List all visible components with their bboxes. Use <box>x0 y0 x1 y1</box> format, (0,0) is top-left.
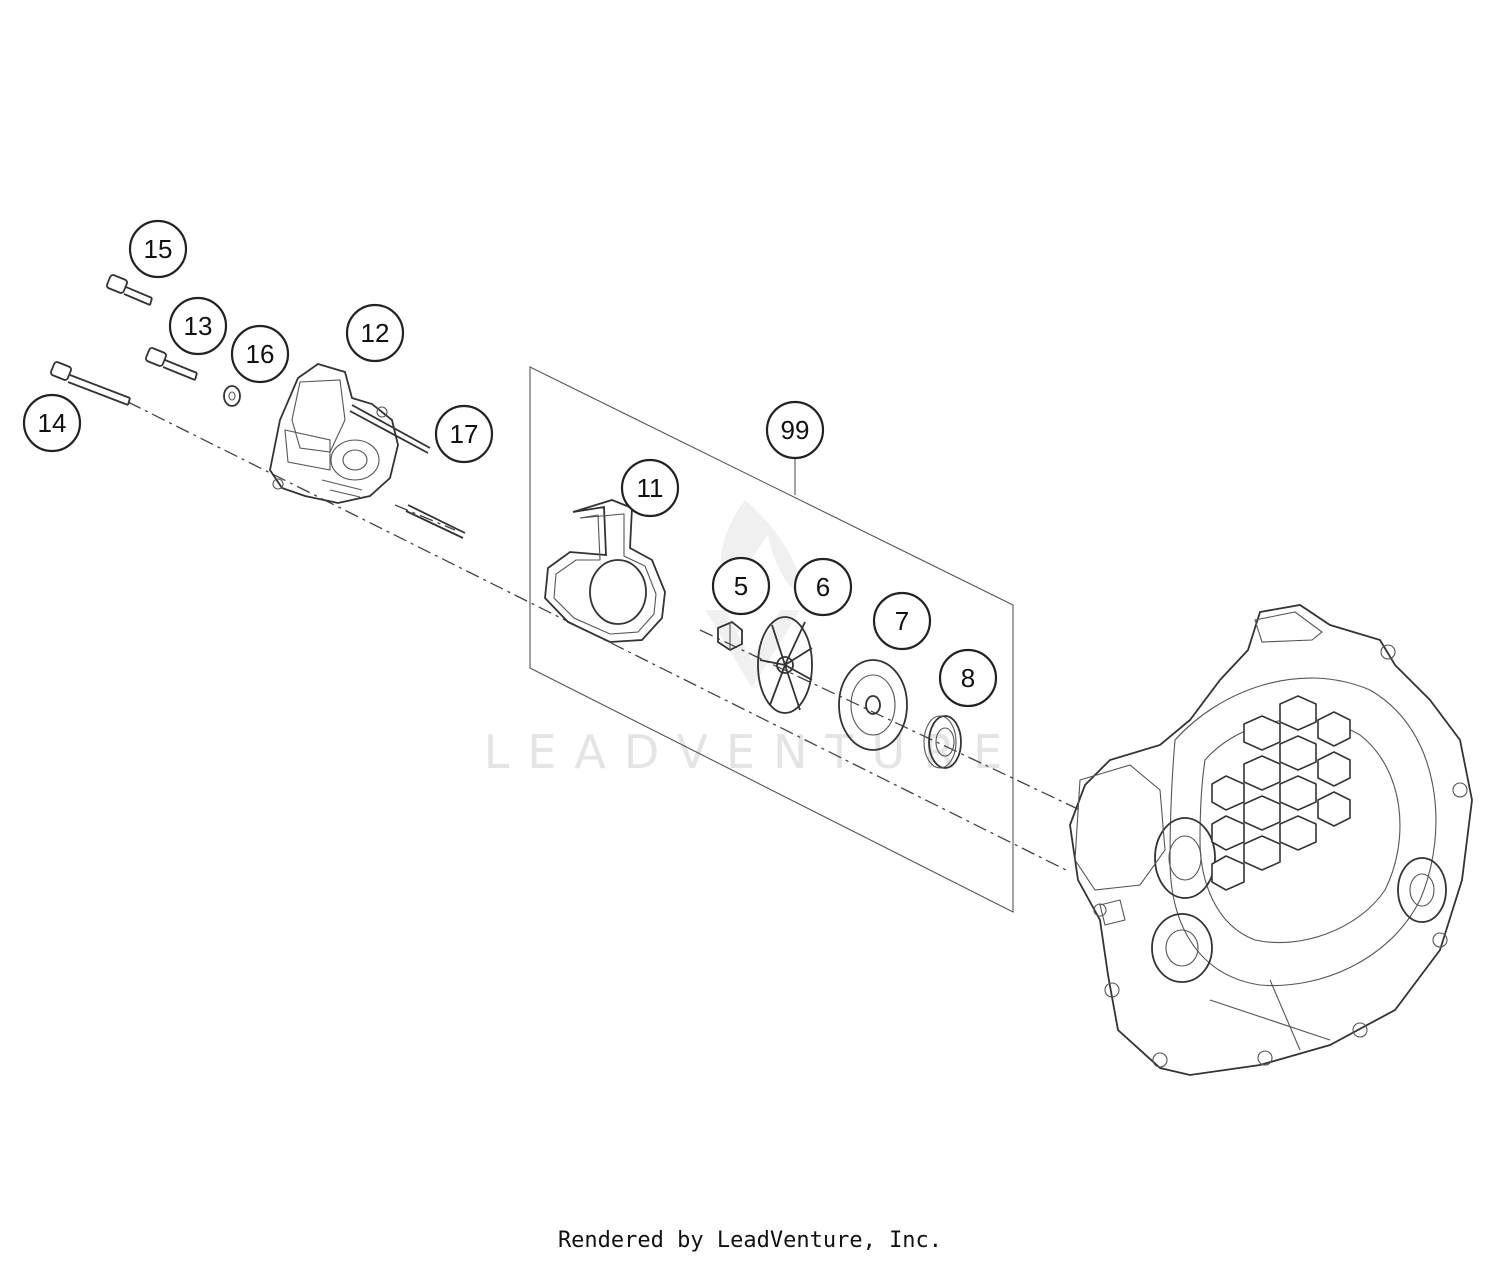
callout-15-label: 15 <box>144 234 173 264</box>
callout-11-label: 11 <box>637 473 664 503</box>
washer-16 <box>223 385 241 407</box>
seal-plate-7 <box>838 659 908 751</box>
impeller-6 <box>757 616 813 714</box>
footer-credit: Rendered by LeadVenture, Inc. <box>557 1228 943 1253</box>
bolt-13 <box>145 347 198 381</box>
watermark: LEADVENTURE <box>484 500 1021 779</box>
callout-5-label: 5 <box>734 571 748 601</box>
callout-16[interactable]: 16 <box>230 324 290 384</box>
callout-7[interactable]: 7 <box>872 591 932 651</box>
shaft-seal-8 <box>923 715 962 769</box>
bolt-14 <box>50 361 131 406</box>
callout-13[interactable]: 13 <box>168 296 228 356</box>
watermark-text: LEADVENTURE <box>484 725 1021 779</box>
pin-17 <box>349 404 466 539</box>
kit-outline <box>529 366 1014 913</box>
callout-12-label: 12 <box>361 318 390 348</box>
callout-13-label: 13 <box>184 311 213 341</box>
callout-15[interactable]: 15 <box>128 219 188 279</box>
callout-17[interactable]: 17 <box>434 404 494 464</box>
callout-99[interactable]: 99 <box>765 400 825 460</box>
callout-8-label: 8 <box>961 663 975 693</box>
callout-6[interactable]: 6 <box>793 557 853 617</box>
callout-17-label: 17 <box>450 419 479 449</box>
engine-cover <box>1069 604 1473 1076</box>
callout-6-label: 6 <box>816 572 830 602</box>
callout-14[interactable]: 14 <box>22 393 82 453</box>
callout-8[interactable]: 8 <box>938 648 998 708</box>
cover-grille <box>1211 695 1351 891</box>
gasket-11 <box>544 499 666 643</box>
callout-99-label: 99 <box>781 415 810 445</box>
callout-5[interactable]: 5 <box>711 556 771 616</box>
callout-14-label: 14 <box>38 408 67 438</box>
pump-cover-12 <box>269 363 399 504</box>
callout-16-label: 16 <box>246 339 275 369</box>
bolt-15 <box>106 274 153 306</box>
nut-5 <box>717 620 743 652</box>
callout-7-label: 7 <box>895 606 909 636</box>
callout-11[interactable]: 11 <box>620 458 680 518</box>
callout-12[interactable]: 12 <box>345 303 405 363</box>
